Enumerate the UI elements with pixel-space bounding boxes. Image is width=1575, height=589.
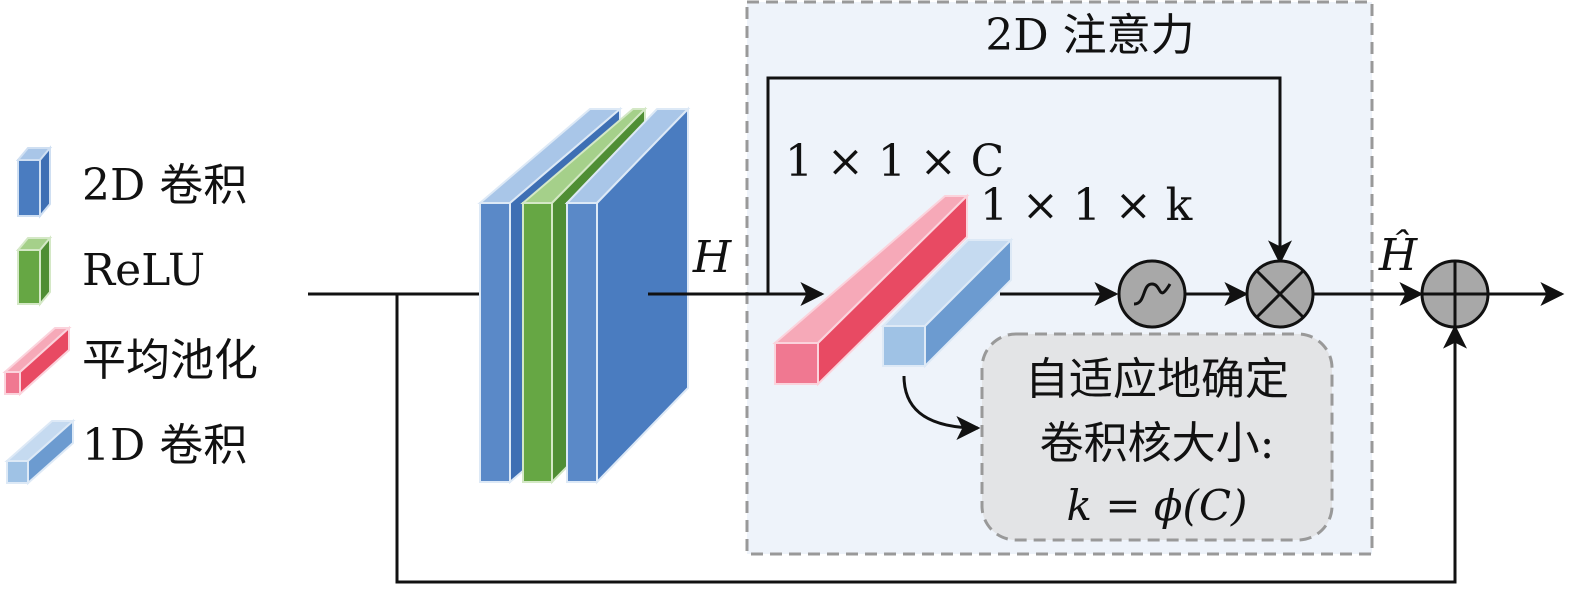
skip-to-multiply-path <box>766 76 1292 294</box>
legend-avgpool-label: 平均池化 <box>82 335 258 386</box>
conv1d-bar <box>880 237 1014 369</box>
legend-conv1d-icon <box>4 418 76 486</box>
pool-dimension-label: 1 × 1 × C <box>785 136 1004 187</box>
legend-conv2d-label: 2D 卷积 <box>82 160 247 211</box>
note-line-2: 卷积核大小: <box>1040 418 1275 469</box>
legend-relu-label: ReLU <box>82 245 205 296</box>
sigmoid-operator <box>1117 259 1187 329</box>
legend-conv1d-label: 1D 卷积 <box>82 420 247 471</box>
legend: 2D 卷积 ReLU 平均池化 1D 卷积 <box>2 145 258 486</box>
multiply-operator <box>1245 259 1315 329</box>
residual-skip-path <box>395 294 1467 584</box>
legend-conv2d-icon <box>15 145 53 219</box>
note-curved-arrow <box>902 375 981 440</box>
add-operator <box>1420 259 1490 329</box>
legend-avgpool-icon <box>2 325 72 397</box>
avgpool-bar <box>772 193 970 387</box>
conv-block-stack <box>477 106 691 485</box>
note-line-3: k = ϕ(C) <box>1067 481 1248 530</box>
h-hat-label: Ĥ <box>1378 228 1419 281</box>
attention-title: 2D 注意力 <box>985 10 1194 61</box>
legend-relu-icon <box>15 235 53 307</box>
conv1d-dimension-label: 1 × 1 × k <box>980 180 1193 231</box>
h-label: H <box>692 232 733 283</box>
note-box: 自适应地确定 卷积核大小: k = ϕ(C) <box>980 332 1334 542</box>
note-line-1: 自适应地确定 <box>1025 354 1289 405</box>
conv2d-slab-2 <box>564 106 691 485</box>
